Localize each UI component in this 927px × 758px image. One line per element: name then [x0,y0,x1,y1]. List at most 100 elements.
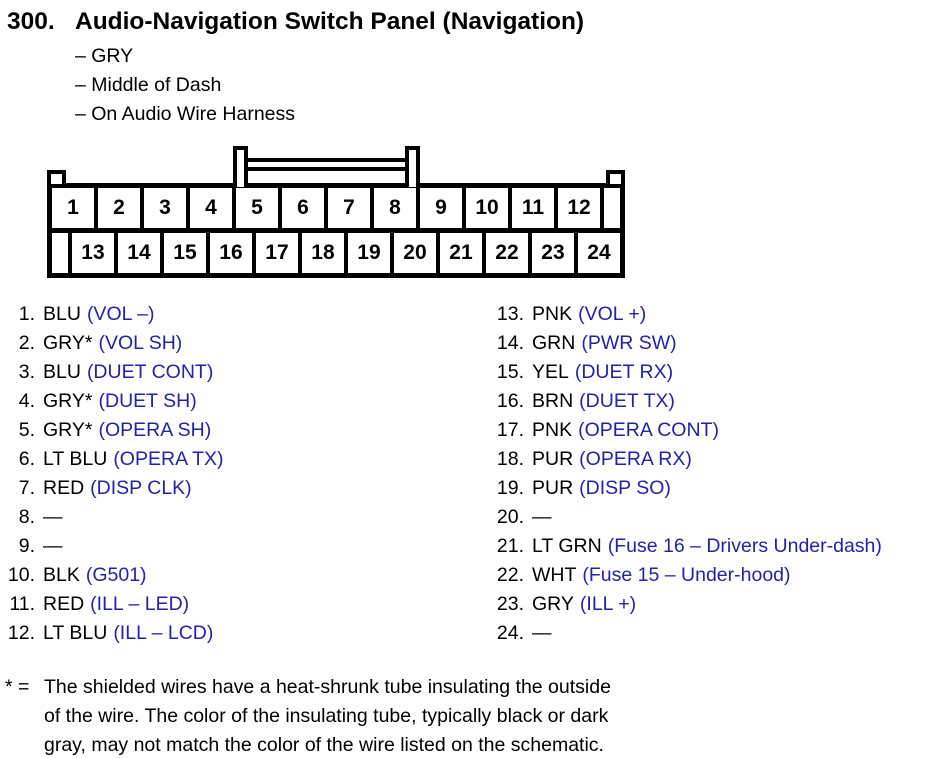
connector-blank-cell [52,233,68,273]
connector-pin-cell: 5 [236,188,278,228]
pin-number: 20. [496,506,524,528]
note-connector-color: – GRY [75,45,134,67]
pin-number: 15. [496,361,524,383]
pin-row: 7. RED(DISP CLK) [0,474,223,503]
pin-function: (ILL +) [579,593,637,615]
pin-wire-color: PNK [532,303,573,325]
note-connector-location: – Middle of Dash [75,74,222,96]
pin-function: (ILL – LCD) [113,622,214,644]
footnote-line: of the wire. The color of the insulating… [44,705,609,727]
connector-latch-post-right [405,146,420,187]
pin-wire-color: PUR [532,477,574,499]
connector-pin-cell: 24 [577,233,620,273]
pin-row: 5.GRY*(OPERA SH) [0,416,223,445]
connector-pin-cell: 20 [393,233,436,273]
pin-row: 22.WHT(Fuse 15 – Under-hood) [493,561,882,590]
connector-corner-tab-right [606,170,625,188]
pin-row: 8. — [0,503,223,532]
pin-number: 19. [496,477,524,499]
pin-number: 17. [496,419,524,441]
pin-function: (ILL – LED) [90,593,190,615]
pin-function: (OPERA SH) [98,419,212,441]
pin-row: 6.LT BLU(OPERA TX) [0,445,224,474]
pin-number: 6. [18,448,35,470]
pin-row: 9.— [0,532,223,561]
pin-number: 11. [9,593,35,615]
pin-list-left: 1.BLU(VOL –) 2.GRY*(VOL SH) 3.BLU(DUET C… [0,300,224,648]
connector-body: 1 2 3 4 5 6 7 8 9 10 11 12 13 14 15 16 1 [47,183,625,278]
connector-pin-cell: 23 [531,233,574,273]
pin-wire-color: BLU [43,303,81,325]
pin-number: 13. [496,303,524,325]
footnote-line: gray, may not match the color of the wir… [44,734,604,756]
footnote: * = The shielded wires have a heat-shrun… [5,673,611,758]
note-connector-harness: – On Audio Wire Harness [75,103,296,125]
connector-latch-bar [243,158,409,171]
pin-wire-color: GRY* [43,419,93,441]
connector-pin-cell: 7 [328,188,370,228]
connector-pin-cell: 18 [301,233,344,273]
pin-wire-color: LT GRN [532,535,602,557]
footnote-line: The shielded wires have a heat-shrunk tu… [44,676,611,698]
pin-wire-color: WHT [532,564,577,586]
pin-row: 20. — [493,503,882,532]
footnote-text: The shielded wires have a heat-shrunk tu… [44,673,611,758]
connector-pin-cell: 15 [163,233,206,273]
pin-wire-color: BLK [43,564,80,586]
pin-function: (DISP CLK) [90,477,192,499]
pin-row: 13.PNK(VOL +) [493,300,882,329]
pin-row: 10.BLK(G501) [0,561,223,590]
pin-function: (G501) [85,564,147,586]
pin-wire-color: YEL [532,361,569,383]
pin-number: 8. [18,506,35,528]
pin-wire-color: PNK [532,419,573,441]
pin-number: 16. [496,390,524,412]
pin-row: 2.GRY*(VOL SH) [0,329,223,358]
pin-row: 19. PUR(DISP SO) [493,474,882,503]
pin-function: (DISP SO) [579,477,671,499]
pin-wire-color: GRN [532,332,576,354]
connector-location-notes: – GRY – Middle of Dash – On Audio Wire H… [75,42,295,129]
section-number: 300. [7,8,55,35]
pin-wire-color: — [532,506,552,528]
connector-corner-tab-left [47,170,66,188]
connector-pin-cell: 22 [485,233,528,273]
section-title: Audio-Navigation Switch Panel (Navigatio… [75,8,585,35]
pin-function: (Fuse 15 – Under-hood) [582,564,791,586]
connector-pin-cell: 2 [98,188,140,228]
pin-number: 2. [18,332,35,354]
pin-row: 16.BRN(DUET TX) [493,387,882,416]
pin-number: 12. [7,622,35,644]
pin-number: 4. [18,390,35,412]
connector-pin-cell: 10 [466,188,508,228]
pin-wire-color: LT BLU [43,622,108,644]
pin-row: 4.GRY*(DUET SH) [0,387,223,416]
connector-pin-cell: 11 [512,188,554,228]
pin-row: 1.BLU(VOL –) [0,300,223,329]
pin-function: (Fuse 16 – Drivers Under-dash) [607,535,882,557]
pin-function: (DUET RX) [574,361,674,383]
pin-function: (VOL SH) [98,332,183,354]
pin-number: 7. [18,477,35,499]
pin-wire-color: RED [43,477,85,499]
pin-wire-color: GRY [532,593,574,615]
pin-wire-color: BLU [43,361,81,383]
pin-row: 24.— [493,619,882,648]
pin-number: 18. [496,448,524,470]
connector-pin-cell: 14 [117,233,160,273]
pin-wire-color: — [532,622,552,644]
pin-wire-color: — [43,506,63,528]
pin-function: (DUET TX) [579,390,675,412]
pin-row: 17. PNK(OPERA CONT) [493,416,882,445]
pin-number: 14. [496,332,524,354]
pin-row: 14.GRN(PWR SW) [493,329,882,358]
connector-blank-cell [604,188,620,228]
connector-pin-cell: 13 [71,233,114,273]
pin-wire-color: RED [43,593,85,615]
pin-function: (VOL –) [86,303,155,325]
connector-latch-post-left [233,146,248,187]
pin-function: (OPERA TX) [113,448,224,470]
connector-pin-cell: 16 [209,233,252,273]
pin-function: (OPERA CONT) [578,419,719,441]
